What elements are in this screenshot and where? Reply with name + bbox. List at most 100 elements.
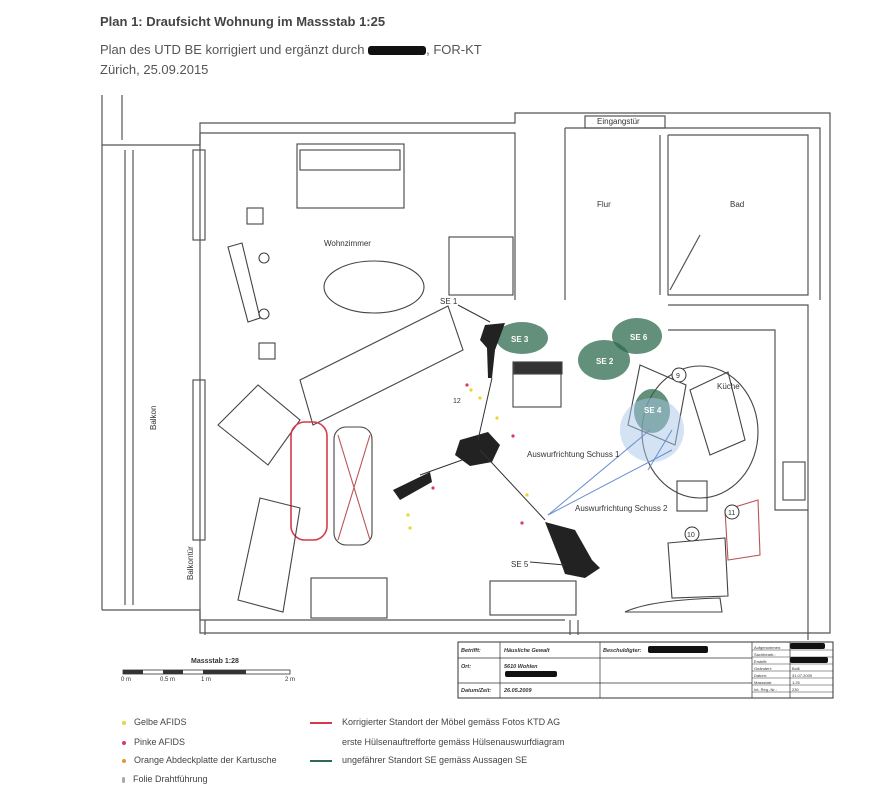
person-left xyxy=(393,472,432,500)
tb-ort-value: 5610 Wohlen xyxy=(504,664,538,670)
label-se2: SE 2 xyxy=(596,357,614,366)
se6-position xyxy=(612,318,662,354)
tb-ort-label: Ort: xyxy=(461,664,471,670)
legend-text: Korrigierter Standort der Möbel gemäss F… xyxy=(342,717,561,727)
living-wall-left xyxy=(199,133,565,621)
se3-position xyxy=(496,322,548,354)
label-eingangstuer: Eingangstür xyxy=(597,117,640,126)
tb-row: Aufgenommen: xyxy=(754,645,781,650)
afids-yellow xyxy=(406,513,410,517)
tb-betrifft-label: Betrifft: xyxy=(461,648,481,654)
legend-item: erste Hülsenauftrefforte gemäss Hülsenau… xyxy=(310,737,564,747)
tb-row: Geändert: xyxy=(754,666,772,671)
legend-item: Korrigierter Standort der Möbel gemäss F… xyxy=(310,717,560,727)
legend-text: ungefährer Standort SE gemäss Aussagen S… xyxy=(342,755,528,765)
lounger xyxy=(333,426,373,546)
marker-11-circle xyxy=(724,504,740,520)
scale-seg xyxy=(203,670,246,674)
legend-swatch xyxy=(310,759,332,762)
marker-9-circle xyxy=(671,367,687,383)
armchair-left xyxy=(217,384,301,466)
bad-door xyxy=(669,234,701,291)
label-wohnzimmer: Wohnzimmer xyxy=(324,239,371,248)
ejection-line-2 xyxy=(547,449,673,516)
tb-datum-value: 26.05.2009 xyxy=(503,688,532,694)
plan-date: Zürich, 25.09.2015 xyxy=(100,62,209,77)
coffee-table xyxy=(323,260,425,314)
title-block: Betrifft: Häusliche Gewalt Beschuldigter… xyxy=(457,641,834,699)
wall-marks xyxy=(204,620,579,635)
label-balkon: Balkon xyxy=(149,406,158,430)
window-left-mid xyxy=(192,379,206,541)
label-se3: SE 3 xyxy=(511,335,529,344)
legend-item: Orange Abdeckplatte der Kartusche xyxy=(122,755,277,765)
plan-subtitle: Plan des UTD BE korrigiert und ergänzt d… xyxy=(100,42,482,57)
bad-room xyxy=(659,134,809,296)
legend-swatch xyxy=(310,721,332,724)
subtitle-prefix: Plan des UTD BE korrigiert und ergänzt d… xyxy=(100,42,365,57)
lounger-cross xyxy=(337,434,371,541)
small-table-top xyxy=(513,361,563,375)
outer-wall xyxy=(101,95,831,634)
tb-value: 230 xyxy=(792,687,799,692)
legend-text: Gelbe AFIDS xyxy=(134,717,187,727)
tv-board xyxy=(489,580,577,616)
person-se5 xyxy=(545,522,600,578)
redaction-bar xyxy=(368,46,427,56)
afids-yellow xyxy=(469,388,473,392)
scale-bar: Massstab 1:28 0 m 0.5 m 1 m 2 m xyxy=(121,658,295,683)
tb-redaction xyxy=(790,657,828,663)
title-block-frame xyxy=(457,641,834,699)
trajectory-3 xyxy=(419,459,463,476)
tb-redaction xyxy=(648,646,708,653)
ejection-line-1 xyxy=(547,429,651,516)
kitchen-cabinet xyxy=(782,461,806,501)
balcony-rail xyxy=(124,150,134,605)
flur-wall xyxy=(565,127,821,300)
armchair xyxy=(448,236,514,296)
trajectory-2 xyxy=(479,449,546,521)
label-bad: Bad xyxy=(730,200,744,209)
afids-yellow xyxy=(525,493,529,497)
plan-title: Plan 1: Draufsicht Wohnung im Massstab 1… xyxy=(100,14,386,29)
stool-round xyxy=(258,252,270,264)
se5-leader xyxy=(529,561,566,566)
tb-row: Massstab: xyxy=(754,680,772,685)
stool-square-2 xyxy=(258,342,276,360)
legend-item: Gelbe AFIDS xyxy=(122,717,187,727)
label-kueche: Küche xyxy=(717,382,740,391)
label-se4: SE 4 xyxy=(644,406,662,415)
legend-swatch xyxy=(122,720,126,725)
afids-dots xyxy=(406,383,529,530)
label-12: 12 xyxy=(453,398,461,405)
scale-seg xyxy=(123,670,143,674)
side-board xyxy=(227,242,261,323)
window-left-top xyxy=(192,149,206,241)
scale-seg xyxy=(163,670,183,674)
legend-swatch xyxy=(122,758,126,763)
scale-tick-05: 0.5 m xyxy=(160,677,175,683)
label-se5: SE 5 xyxy=(511,560,529,569)
label-balkontuer: Balkontür xyxy=(186,546,195,580)
afids-yellow xyxy=(478,396,482,400)
subtitle-suffix: , FOR-KT xyxy=(426,42,482,57)
scale-tick-2: 2 m xyxy=(285,677,295,683)
legend-item: ungefährer Standort SE gemäss Aussagen S… xyxy=(310,755,527,765)
tb-row: Erstellt: xyxy=(754,659,767,664)
corrected-lounger xyxy=(290,421,328,541)
sofa-top xyxy=(296,143,405,209)
marker-10-circle xyxy=(684,526,700,542)
scale-title: Massstab 1:28 xyxy=(191,658,239,665)
sofa-top-back xyxy=(299,149,401,171)
person-center xyxy=(455,432,500,466)
blue-highlight xyxy=(620,398,684,462)
tb-row: Int. Reg.-Nr.: xyxy=(754,687,777,692)
legend-item: Pinke AFIDS xyxy=(122,737,185,747)
kitchen-inner xyxy=(668,329,808,511)
label-schuss1: Auswurfrichtung Schuss 1 xyxy=(527,450,620,459)
legend-swatch xyxy=(310,742,332,744)
afids-pink xyxy=(511,434,515,438)
afids-pink xyxy=(465,383,469,387)
scale-tick-0: 0 m xyxy=(121,677,131,683)
se-positions xyxy=(496,318,684,462)
